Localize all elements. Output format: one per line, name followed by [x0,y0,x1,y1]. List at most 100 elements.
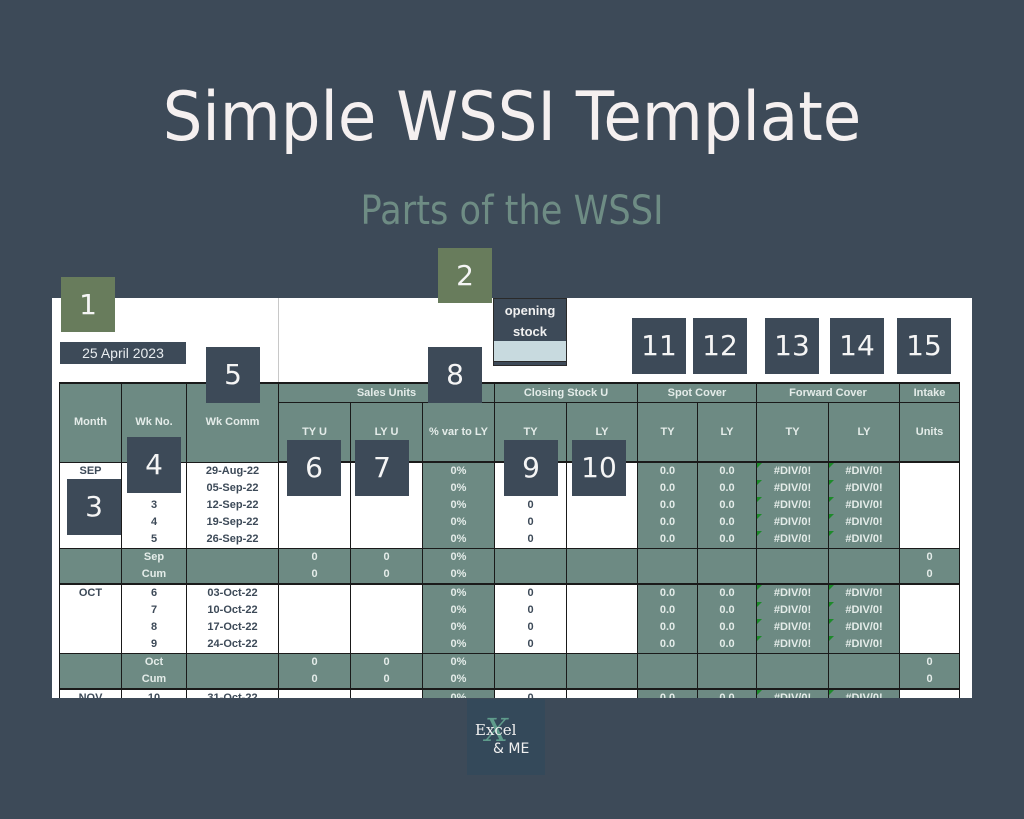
subtotal-label-cell: Oct [121,653,187,671]
spot-cover-ly-cell: 0.0 [697,619,757,636]
intake-units-cell[interactable] [899,480,960,497]
callout-badge-2: 2 [438,248,492,303]
month-cell [59,653,122,671]
callout-badge-4: 4 [127,437,181,493]
week-commencing-cell [186,566,279,585]
forward-cover-ly-cell: #DIV/0! [828,531,900,549]
week-commencing-cell: 29-Aug-22 [186,462,279,480]
week-number-cell: 3 [121,497,187,514]
month-cell [59,671,122,690]
sales-ly-total-cell: 0 [350,653,423,671]
week-commencing-cell: 05-Sep-22 [186,480,279,497]
spot-cover-ly-cell: 0.0 [697,584,757,602]
intake-units-cell[interactable] [899,514,960,531]
forward-cover-ly-cell: #DIV/0! [828,462,900,480]
sales-ly-cell[interactable] [350,602,423,619]
subtotal-label-cell: Cum [121,671,187,690]
closing-ty-cell[interactable]: 0 [494,584,567,602]
pct-var-cell: 0% [422,548,495,566]
forward-cover-ty-cell: #DIV/0! [756,602,829,619]
spot-cover-ty-cell: 0.0 [637,497,698,514]
month-cell [59,566,122,585]
closing-ly-cell [566,566,638,585]
forward-cover-ly-cell: #DIV/0! [828,636,900,654]
sales-ly-cell[interactable] [350,514,423,531]
sales-ly-cell[interactable] [350,636,423,654]
closing-ly-cell[interactable] [566,636,638,654]
spot-cover-ly-cell: 0.0 [697,480,757,497]
sales-ly-cell[interactable] [350,619,423,636]
subtotal-label-cell: Sep [121,548,187,566]
closing-ly-cell[interactable] [566,689,638,698]
spot-cover-ly-cell [697,566,757,585]
week-number-cell: 7 [121,602,187,619]
logo-x-mark-icon: X [485,711,508,749]
sales-ly-cell[interactable] [350,497,423,514]
spot-cover-ty-cell: 0.0 [637,514,698,531]
sales-ty-cell[interactable] [278,584,351,602]
forward-cover-ty-cell: #DIV/0! [756,480,829,497]
closing-ly-cell[interactable] [566,602,638,619]
forward-cover-ty-cell: #DIV/0! [756,462,829,480]
spot-cover-ty-cell: 0.0 [637,602,698,619]
callout-badge-11: 11 [632,318,686,374]
excel-and-me-logo: X Excel & ME [467,699,545,775]
opening-stock-input[interactable] [494,341,566,362]
month-cell [59,531,122,549]
sales-ly-cell[interactable] [350,584,423,602]
pct-var-cell: 0% [422,531,495,549]
header-fwd-ly: LY [828,402,900,463]
spot-cover-ty-cell [637,671,698,690]
intake-units-cell[interactable] [899,689,960,698]
intake-units-cell[interactable] [899,619,960,636]
intake-total-cell: 0 [899,566,960,585]
sales-ly-cell[interactable] [350,689,423,698]
sales-ly-total-cell: 0 [350,671,423,690]
closing-ty-cell[interactable]: 0 [494,531,567,549]
page-subtitle: Parts of the WSSI [360,188,664,234]
closing-ty-cell[interactable]: 0 [494,619,567,636]
closing-ty-cell[interactable]: 0 [494,602,567,619]
forward-cover-ty-cell: #DIV/0! [756,497,829,514]
week-number-cell: 9 [121,636,187,654]
week-commencing-cell: 26-Sep-22 [186,531,279,549]
forward-cover-ly-cell [828,671,900,690]
sales-ly-total-cell: 0 [350,548,423,566]
spot-cover-ty-cell [637,653,698,671]
sales-ty-cell[interactable] [278,689,351,698]
intake-units-cell[interactable] [899,584,960,602]
closing-ly-cell[interactable] [566,531,638,549]
closing-ty-cell[interactable]: 0 [494,514,567,531]
forward-cover-ly-cell: #DIV/0! [828,602,900,619]
sales-ty-total-cell: 0 [278,566,351,585]
closing-ty-cell[interactable]: 0 [494,689,567,698]
date-cell[interactable]: 25 April 2023 [60,342,186,364]
closing-ly-cell[interactable] [566,619,638,636]
sales-ty-total-cell: 0 [278,671,351,690]
intake-units-cell[interactable] [899,602,960,619]
sales-ty-cell[interactable] [278,514,351,531]
sales-ty-cell[interactable] [278,602,351,619]
subtotal-label-cell: Cum [121,566,187,585]
sales-ty-cell[interactable] [278,619,351,636]
intake-units-cell[interactable] [899,531,960,549]
closing-ly-cell[interactable] [566,497,638,514]
closing-ly-cell[interactable] [566,514,638,531]
intake-units-cell[interactable] [899,497,960,514]
opening-stock-cell: opening stock [493,298,567,366]
intake-units-cell[interactable] [899,462,960,480]
closing-ty-cell[interactable]: 0 [494,636,567,654]
intake-units-cell[interactable] [899,636,960,654]
closing-ty-cell[interactable]: 0 [494,497,567,514]
week-commencing-cell: 17-Oct-22 [186,619,279,636]
sales-ty-cell[interactable] [278,531,351,549]
closing-ly-cell[interactable] [566,584,638,602]
sales-ty-cell[interactable] [278,497,351,514]
sales-ty-cell[interactable] [278,636,351,654]
pct-var-cell: 0% [422,497,495,514]
spot-cover-ty-cell: 0.0 [637,689,698,698]
sales-ly-cell[interactable] [350,531,423,549]
